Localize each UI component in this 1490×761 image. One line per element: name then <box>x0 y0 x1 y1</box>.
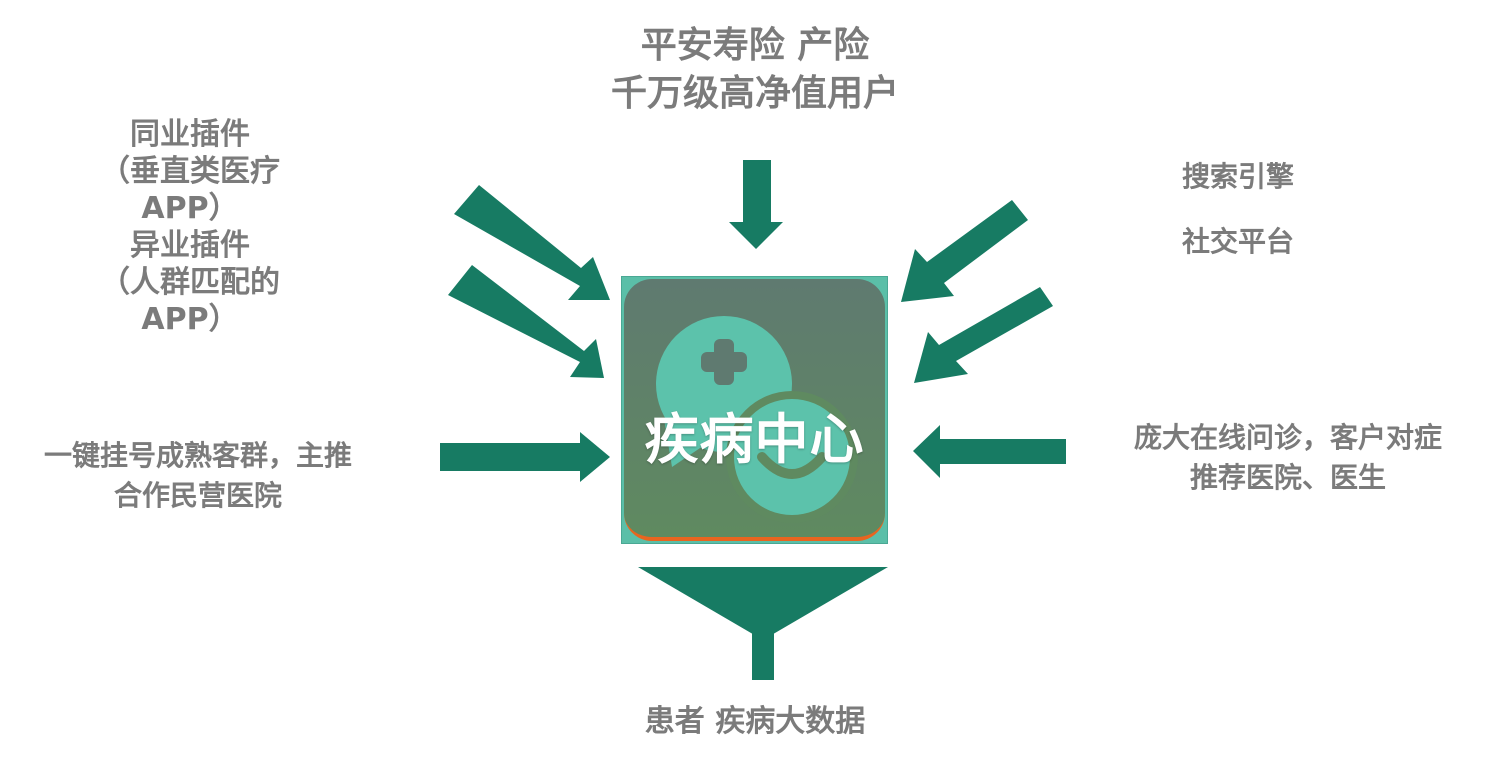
right-consultation-line1: 庞大在线问诊，客户对症 <box>1133 421 1442 454</box>
right-horizontal-arrow <box>913 425 1066 478</box>
left-plugin-line3: APP） <box>141 191 239 226</box>
disease-center-node: 疾病中心 <box>621 276 888 544</box>
left-plugin-line5: （人群匹配的 <box>100 265 280 300</box>
left-registration-line2: 合作民营医院 <box>113 479 282 512</box>
funnel-stem <box>752 600 774 680</box>
right-middle-arrow <box>914 287 1053 383</box>
top-source-label: 平安寿险 产险 千万级高净值用户 <box>560 22 950 118</box>
left-plugin-line2: （垂直类医疗 <box>100 154 280 189</box>
left-plugin-label: 同业插件 （垂直类医疗 APP） 异业插件 （人群匹配的 APP） <box>70 116 310 338</box>
right-channel-line2: 社交平台 <box>1181 225 1294 258</box>
left-plugin-line6: APP） <box>141 302 239 337</box>
app-icon-tile: 疾病中心 <box>624 279 885 541</box>
right-consultation-label: 庞大在线问诊，客户对症 推荐医院、医生 <box>1093 418 1483 498</box>
left-middle-arrow <box>448 265 604 378</box>
bottom-output-label: 患者 疾病大数据 <box>644 704 866 739</box>
smiley-face-icon <box>726 391 858 523</box>
top-label-line2: 千万级高净值用户 <box>610 73 899 114</box>
left-upper-arrow <box>454 185 610 300</box>
left-horizontal-arrow <box>440 432 610 482</box>
left-plugin-line4: 异业插件 <box>130 228 250 263</box>
right-channel-label: 搜索引擎 社交平台 <box>1148 156 1328 263</box>
center-title: 疾病中心 <box>644 408 865 471</box>
left-registration-label: 一键挂号成熟客群，主推 合作民营医院 <box>0 436 396 516</box>
right-channel-line1: 搜索引擎 <box>1181 160 1294 193</box>
top-down-arrow <box>729 160 783 249</box>
right-upper-arrow <box>901 200 1028 302</box>
right-consultation-line2: 推荐医院、医生 <box>1189 461 1386 494</box>
left-plugin-line1: 同业插件 <box>130 117 250 152</box>
top-label-line1: 平安寿险 产险 <box>640 25 870 66</box>
left-registration-line1: 一键挂号成熟客群，主推 <box>43 439 352 472</box>
